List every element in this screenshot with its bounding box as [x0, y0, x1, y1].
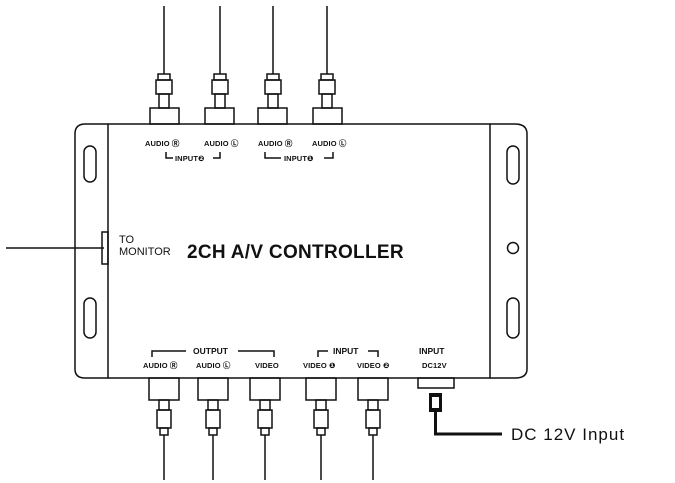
left-flange — [74, 123, 108, 379]
bottom-jack-3 — [249, 377, 281, 401]
bottom-plug-2 — [205, 399, 221, 436]
right-slot-bottom — [506, 297, 520, 339]
bottom-video2-label: VIDEO ❷ — [357, 361, 390, 370]
top-plug-3 — [264, 73, 282, 109]
bottom-plug-3 — [257, 399, 273, 436]
bottom-jack-5 — [357, 377, 389, 401]
input2-group-label: INPUT❷ — [175, 154, 205, 163]
right-mount-hole — [506, 241, 520, 255]
top-audio-l-2-label: AUDIO Ⓛ — [204, 139, 239, 148]
top-jack-4 — [312, 107, 343, 125]
device-title: 2CH A/V CONTROLLER — [187, 242, 404, 263]
to-monitor-line2: MONITOR — [119, 246, 171, 258]
bottom-plug-1 — [156, 399, 172, 436]
left-slot-bottom — [83, 297, 97, 339]
bottom-video1-label: VIDEO ❶ — [303, 361, 336, 370]
bottom-audio-r-label: AUDIO Ⓡ — [143, 361, 178, 370]
top-jack-3 — [257, 107, 288, 125]
to-monitor-label: TO MONITOR — [119, 234, 171, 258]
bottom-video-label: VIDEO — [255, 361, 279, 370]
dc-jack — [417, 377, 455, 389]
top-jack-2 — [204, 107, 235, 125]
top-jack-1 — [149, 107, 180, 125]
dc12v-label: DC12V — [422, 361, 447, 370]
top-plug-2 — [211, 73, 229, 109]
bottom-jack-2 — [197, 377, 229, 401]
dc-plug — [429, 393, 502, 436]
bottom-audio-l-label: AUDIO Ⓛ — [196, 361, 231, 370]
top-plug-1 — [155, 73, 173, 109]
top-plug-4 — [318, 73, 336, 109]
left-slot-top — [83, 145, 97, 183]
bottom-cables — [163, 435, 374, 480]
top-audio-r-1-label: AUDIO Ⓡ — [258, 139, 293, 148]
power-input-label: INPUT — [419, 346, 445, 356]
right-flange — [490, 123, 528, 379]
bottom-jack-4 — [305, 377, 337, 401]
to-monitor-line1: TO — [119, 234, 135, 246]
top-cables — [163, 6, 328, 74]
dc-input-callout: DC 12V Input — [511, 425, 626, 444]
input-group-label: INPUT — [333, 346, 359, 356]
top-audio-r-2-label: AUDIO Ⓡ — [145, 139, 180, 148]
right-slot-top — [506, 145, 520, 185]
output-group-label: OUTPUT — [193, 346, 228, 356]
top-audio-l-1-label: AUDIO Ⓛ — [312, 139, 347, 148]
input1-group-label: INPUT❶ — [284, 154, 314, 163]
bottom-plug-4 — [313, 399, 329, 436]
bottom-plug-5 — [365, 399, 381, 436]
bottom-jack-1 — [148, 377, 180, 401]
monitor-connector — [101, 231, 109, 265]
